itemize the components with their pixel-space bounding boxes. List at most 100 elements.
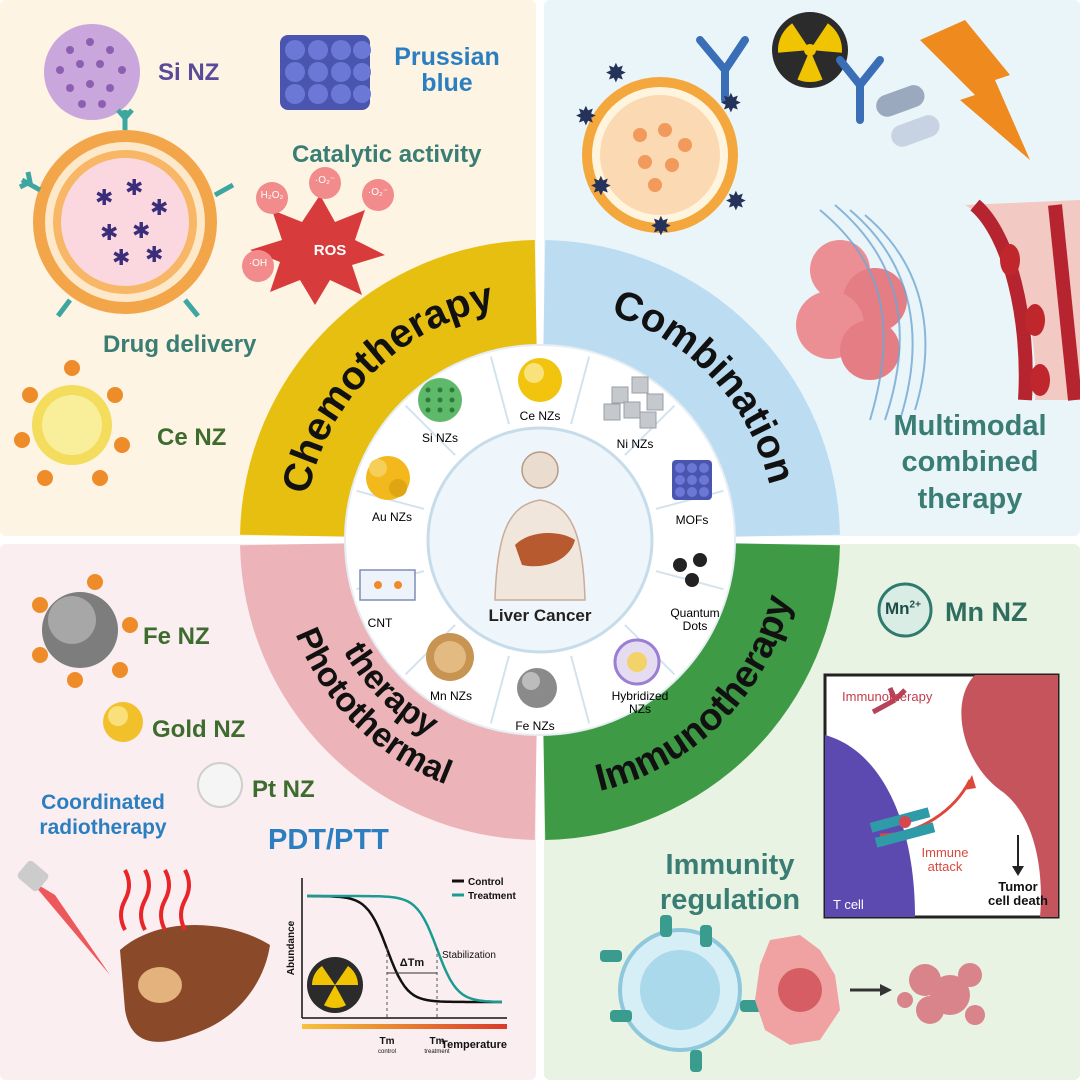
series-treatment-line [307,894,502,1004]
multimodal-nanoparticle-icon: ✸ ✸ ✸ ✸ ✸ ✸ [575,58,747,241]
superoxide-label-a: ·O₂⁻ [314,175,336,186]
si-nz-icon [418,378,462,422]
x-tick-tm-control-sub: control [378,1049,396,1055]
mn-ion-badge-icon [877,582,933,638]
ring-spoke [356,489,425,510]
svg-text:✸: ✸ [590,171,612,201]
hydroxyl-label: ·OH [248,258,268,269]
svg-text:✸: ✸ [725,186,747,216]
nz-label-ni: Ni NZs [616,437,654,451]
svg-text:✸: ✸ [575,101,597,131]
svg-text:✱: ✱ [145,242,163,267]
drug-delivery-label: Drug delivery [103,331,257,358]
pill-capsule-icon [876,85,940,147]
x-tick-tm-control: Tm [380,1036,395,1047]
si-nanozyme-icon [44,24,140,120]
ros-label: ROS [313,242,347,259]
immunotherapy-box [823,673,1060,919]
ring-sector-combination [543,240,840,537]
svg-text:✱: ✱ [112,245,130,270]
liver-icon [515,533,575,567]
lightning-bolt-icon [920,20,1030,160]
temperature-gradient-bar [302,1024,507,1029]
liver-laser-icon [17,860,270,1042]
ring-spoke [570,356,591,425]
au-nz-icon [366,456,410,500]
nz-label-si: Si NZs [422,431,458,445]
chart-x-label: Temperature [441,1039,507,1051]
ring-spoke [624,404,676,456]
ni-nz-icon [603,376,664,429]
mn-nz-icon [426,633,474,681]
nz-label-cnt: CNT [367,616,393,630]
nz-label-au: Au NZs [371,510,412,524]
mn-ion-badge-label: Mn2+ [885,599,921,618]
superoxide-label-b: ·O₂⁻ [367,187,389,198]
svg-text:✱: ✱ [100,220,118,245]
ring-sector-photothermal [240,543,537,840]
fe-nanozyme-icon [32,574,138,688]
annotation-stabilization: Stabilization [442,950,496,961]
cnt-icon [359,569,416,601]
ring-sector-immunotherapy [543,543,840,840]
hybridized-nz-icon [613,638,661,686]
antibody-icon [696,36,884,124]
catalytic-activity-label: Catalytic activity [292,141,482,168]
immune-cell-attack-icon [600,915,985,1072]
gold-nanozyme-icon [103,702,143,742]
pt-nanozyme-icon [197,762,243,808]
ring-spoke [570,655,591,724]
ring-sector-chemotherapy [240,240,537,537]
svg-text:✱: ✱ [95,185,113,210]
si-nz-label: Si NZ [158,59,220,86]
x-tick-tm-treatment-sub: treatment [424,1049,450,1055]
mn-nz-label: Mn NZ [945,597,1028,627]
nz-label-mn: Mn NZs [430,689,472,703]
nz-label-fe: Fe NZs [515,719,555,733]
center-title: Liver Cancer [488,606,592,625]
svg-text:✸: ✸ [605,58,627,88]
chart-y-label: Abundance [286,920,297,975]
t-cell-label: T cell [833,897,864,912]
thermal-shift-chart: ΔTmStabilizationAbundanceTemperatureTmco… [286,877,516,1055]
svg-text:✸: ✸ [720,88,742,118]
fe-nz-icon [517,668,557,708]
quantum-dots-icon [673,553,707,587]
legend-label-treatment: Treatment [468,891,516,902]
svg-text:✱: ✱ [125,175,143,200]
svg-text:✸: ✸ [650,211,672,241]
nz-label-mofs: MOFs [675,513,709,527]
ros-burst-icon [242,167,394,305]
nz-label-ce: Ce NZs [519,409,561,423]
ce-nz-icon [518,358,562,402]
annotation-delta-tm: ΔTm [400,957,425,969]
mofs-icon [672,460,712,500]
svg-text:✱: ✱ [132,218,150,243]
legend-label-control: Control [468,877,504,888]
tumor-and-vessel-icon [796,199,1080,421]
radiation-symbol-icon [307,957,363,1013]
series-control-line [307,894,502,1004]
svg-text:✱: ✱ [150,195,168,220]
liposome-drug-carrier-icon: ✱✱✱ ✱✱✱✱ [18,108,235,318]
pt-nz-label: Pt NZ [252,776,315,803]
x-tick-tm-treatment: Tm [430,1036,445,1047]
h2o2-label: H₂O₂ [260,190,284,201]
ring-spoke [404,404,456,456]
gold-nz-label: Gold NZ [152,716,246,743]
ring-spoke [489,356,510,425]
pdt-ptt-label: PDT/PTT [268,824,389,856]
box-immunotherapy-label: Immunotherapy [842,689,933,704]
fe-nz-label: Fe NZ [143,623,210,650]
